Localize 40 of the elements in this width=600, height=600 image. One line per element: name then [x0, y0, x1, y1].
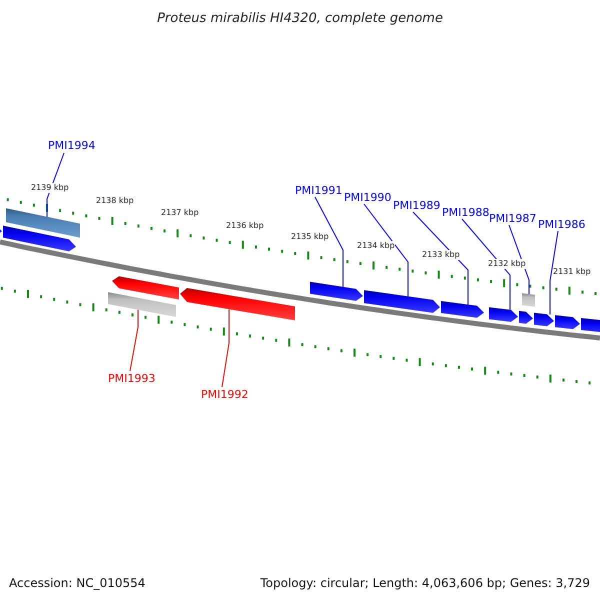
gene-feature — [555, 315, 580, 330]
leader-line — [314, 196, 344, 288]
leader-line — [412, 212, 468, 305]
gene-label: PMI1986 — [538, 218, 586, 231]
gene-feature — [519, 310, 533, 324]
gene-block — [6, 208, 80, 238]
genome-stats-label: Topology: circular; Length: 4,063,606 bp; Genes: 3,729 — [260, 575, 590, 592]
scale-label: 2137 kbp — [161, 208, 199, 218]
leader-line — [364, 204, 408, 297]
leader-line — [222, 308, 230, 388]
gene-feature — [534, 312, 554, 326]
gene-feature — [441, 301, 484, 318]
scale-label: 2134 kbp — [357, 241, 395, 251]
gene-label: PMI1992 — [201, 388, 248, 401]
gene-block — [522, 293, 535, 307]
scale-label: 2131 kbp — [553, 267, 591, 277]
gene-label: PMI1993 — [108, 372, 156, 385]
gene-feature — [112, 276, 179, 300]
leader-line — [462, 218, 510, 310]
gene-feature — [3, 226, 76, 252]
scale-label: 2138 kbp — [96, 196, 134, 206]
gene-label: PMI1987 — [489, 212, 536, 225]
gene-label: PMI1990 — [344, 191, 392, 204]
scale-label: 2136 kbp — [226, 221, 264, 231]
gene-feature — [180, 288, 295, 320]
gene-label: PMI1988 — [442, 206, 490, 219]
leader-line — [550, 230, 558, 315]
gene-label: PMI1989 — [393, 199, 440, 212]
gene-block — [108, 292, 176, 317]
gene-label: PMI1991 — [295, 184, 342, 197]
scale-label: 2133 kbp — [422, 250, 460, 260]
genome-title: Proteus mirabilis HI4320, complete genome — [156, 10, 444, 28]
scale-label: 2135 kbp — [291, 232, 329, 242]
gene-feature — [310, 282, 363, 301]
scale-label: 2139 kbp — [31, 183, 69, 193]
accession-label: Accession: NC_010554 — [9, 575, 146, 592]
scale-label: 2132 kbp — [488, 259, 526, 269]
gene-label: PMI1994 — [48, 139, 96, 152]
leader-line — [130, 309, 138, 372]
leader-line — [508, 224, 530, 295]
